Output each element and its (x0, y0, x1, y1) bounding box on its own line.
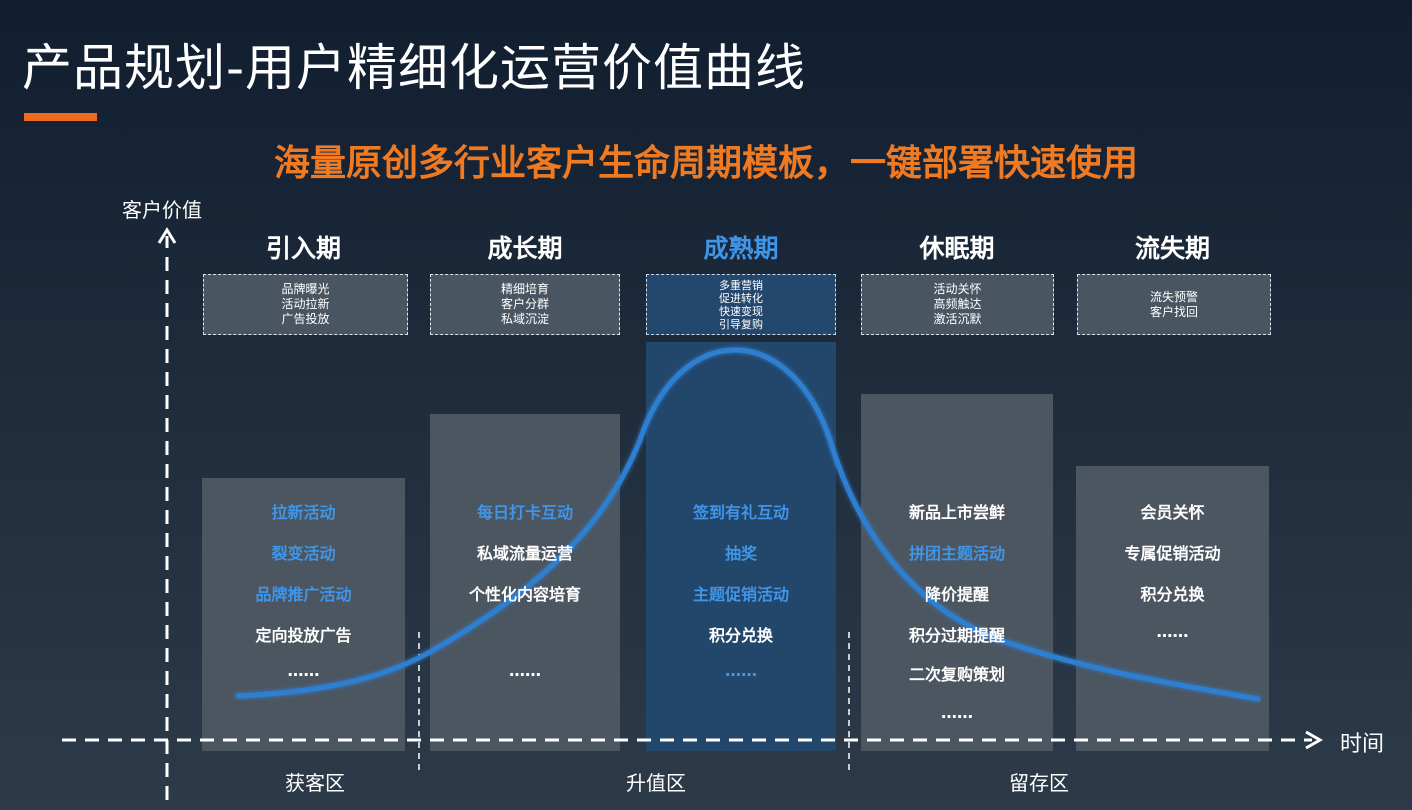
stage-item: 降价提醒 (924, 585, 989, 604)
stage-items-churn: 会员关怀 专属促销活动 积分兑换 …… (1076, 0, 1269, 810)
stage-column-churn (1076, 466, 1269, 751)
stage-item: …… (509, 661, 541, 680)
tag-item: 客户分群 (500, 297, 549, 311)
y-axis-arrow (157, 227, 177, 244)
stage-item: 新品上市尝鲜 (908, 503, 1005, 522)
tag-item: 活动拉新 (281, 297, 330, 311)
stage-item: 个性化内容培育 (468, 585, 581, 604)
stage-items-intro: 拉新活动 裂变活动 品牌推广活动 定向投放广告 …… (202, 0, 405, 810)
tag-item: 流失预警 (1149, 289, 1198, 304)
stage-item: 积分兑换 (1140, 585, 1205, 604)
stage-item: 裂变活动 (271, 544, 336, 563)
page-title: 产品规划-用户精细化运营价值曲线 (22, 39, 807, 97)
stage-column-mature (646, 342, 836, 751)
tag-item: 快速变现 (719, 304, 763, 318)
stage-item: 拼团主题活动 (908, 544, 1005, 563)
stage-item: 签到有礼互动 (692, 503, 789, 522)
stage-item: 私域流量运营 (476, 544, 573, 563)
tag-item: 私域沉淀 (500, 312, 549, 326)
tag-item: 品牌曝光 (281, 282, 330, 296)
stage-title-dormant: 休眠期 (919, 234, 995, 263)
tag-item: 高频触达 (933, 297, 982, 311)
tag-item: 引导复购 (719, 317, 763, 331)
tag-item: 精细培育 (500, 282, 549, 296)
stage-column-intro (202, 478, 405, 751)
stage-item: 主题促销活动 (692, 585, 789, 604)
x-axis-label: 时间 (1340, 732, 1385, 757)
zone-label-acquisition: 获客区 (285, 771, 345, 795)
tag-item: 活动关怀 (933, 282, 982, 296)
tag-item: 广告投放 (281, 312, 330, 326)
stage-item: 积分兑换 (708, 626, 773, 645)
stage-item: …… (1156, 622, 1189, 641)
value-curve (235, 347, 1261, 702)
stage-item: 专属促销活动 (1124, 544, 1221, 563)
stage-items-growth: 每日打卡互动 私域流量运营 个性化内容培育 …… (430, 0, 620, 810)
stage-tags-mature: 多重营销 促进转化 快速变现 引导复购 (646, 274, 836, 335)
stage-tags-dormant: 活动关怀 高频触达 激活沉默 (861, 274, 1054, 335)
stage-title-mature: 成熟期 (703, 234, 779, 263)
stage-item: …… (725, 661, 757, 680)
stage-item: 拉新活动 (271, 503, 336, 522)
stage-item: …… (287, 661, 320, 680)
tag-item: 客户找回 (1149, 304, 1198, 319)
tag-item: 多重营销 (719, 278, 763, 292)
stage-item: …… (941, 703, 973, 722)
stage-item: 会员关怀 (1140, 503, 1205, 522)
page-subtitle: 海量原创多行业客户生命周期模板，一键部署快速使用 (273, 143, 1138, 184)
title-accent-bar (24, 113, 97, 121)
stage-column-dormant (861, 394, 1053, 751)
stage-item: 二次复购策划 (908, 665, 1005, 684)
stage-item: 积分过期提醒 (908, 626, 1005, 645)
zone-label-growth: 升值区 (626, 771, 686, 795)
stage-item: 定向投放广告 (255, 626, 352, 645)
stage-column-growth (430, 414, 620, 751)
x-axis-arrow (1305, 730, 1324, 750)
y-axis-label: 客户价值 (122, 198, 202, 222)
stage-item: 品牌推广活动 (255, 585, 352, 604)
stage-items-dormant: 新品上市尝鲜 拼团主题活动 降价提醒 积分过期提醒 二次复购策划 …… (861, 0, 1053, 810)
tag-item: 促进转化 (719, 291, 763, 305)
stage-tags-intro: 品牌曝光 活动拉新 广告投放 (203, 274, 408, 335)
stage-tags-churn: 流失预警 客户找回 (1077, 274, 1271, 335)
stage-tags-growth: 精细培育 客户分群 私域沉淀 (430, 274, 620, 335)
tag-item: 激活沉默 (933, 312, 982, 326)
stage-items-mature: 签到有礼互动 抽奖 主题促销活动 积分兑换 …… (646, 0, 836, 810)
stage-item: 每日打卡互动 (476, 503, 573, 522)
stage-title-intro: 引入期 (265, 234, 341, 263)
zone-label-retention: 留存区 (1009, 771, 1069, 795)
stage-title-churn: 流失期 (1134, 234, 1210, 263)
stage-item: 抽奖 (724, 544, 757, 563)
stage-title-growth: 成长期 (487, 234, 563, 263)
